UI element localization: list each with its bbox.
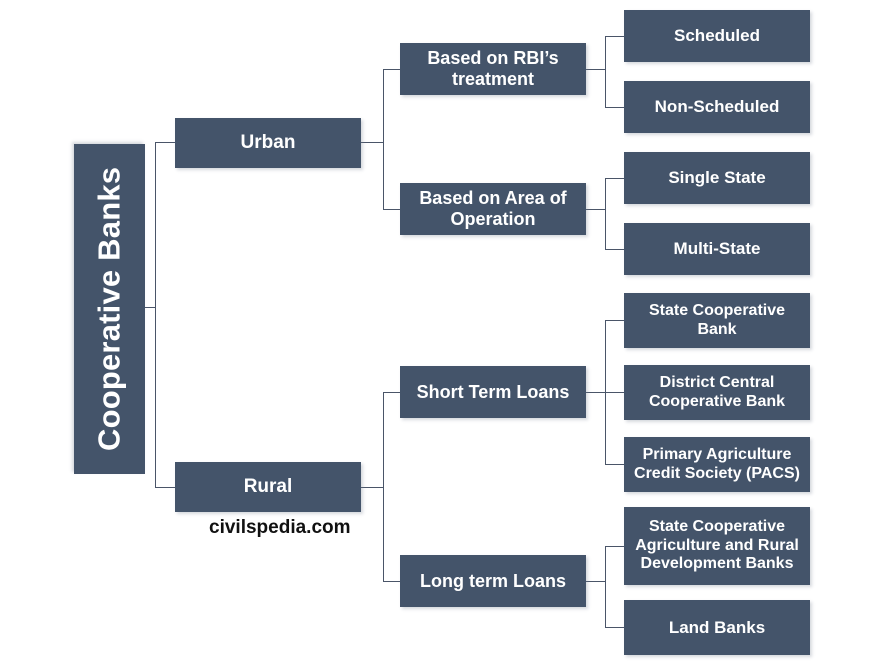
connector-rbi-to-non-scheduled: [605, 107, 625, 108]
connector-long-term-to-scardb: [605, 546, 625, 547]
node-district-central-cooperative-bank[interactable]: District Central Cooperative Bank: [624, 365, 810, 420]
node-rural[interactable]: Rural: [175, 462, 361, 512]
node-state-cooperative-bank[interactable]: State Cooperative Bank: [624, 293, 810, 348]
connector-rbi-to-scheduled: [605, 36, 625, 37]
node-long-term-loans[interactable]: Long term Loans: [400, 555, 586, 607]
watermark-civilspedia: civilspedia.com: [209, 517, 351, 538]
node-state-coop-agriculture-rural-development-banks[interactable]: State Cooperative Agriculture and Rural …: [624, 507, 810, 585]
node-multi-state[interactable]: Multi-State: [624, 223, 810, 275]
connector-area-to-single-state: [605, 178, 625, 179]
node-urban[interactable]: Urban: [175, 118, 361, 168]
connector-urban-to-area: [383, 209, 401, 210]
connector-urban-to-rbi: [383, 69, 401, 70]
node-scheduled[interactable]: Scheduled: [624, 10, 810, 62]
connector-long-term-spine: [605, 546, 606, 628]
connector-root-to-urban: [155, 142, 176, 143]
connector-urban-spine: [383, 69, 384, 210]
connector-long-term-stem: [585, 581, 606, 582]
connector-area-spine: [605, 178, 606, 249]
connector-root-to-rural: [155, 487, 176, 488]
connector-rbi-stem: [585, 69, 606, 70]
connector-long-term-to-land-banks: [605, 627, 625, 628]
node-land-banks[interactable]: Land Banks: [624, 600, 810, 655]
node-short-term-loans[interactable]: Short Term Loans: [400, 366, 586, 418]
connector-rural-to-long-term: [383, 581, 401, 582]
connector-short-term-to-state-coop: [605, 320, 625, 321]
connector-short-term-to-pacs: [605, 464, 625, 465]
connector-short-term-to-district-central: [605, 392, 625, 393]
connector-rural-stem: [360, 487, 384, 488]
node-cooperative-banks[interactable]: Cooperative Banks: [74, 144, 145, 474]
connector-area-stem: [585, 209, 606, 210]
connector-area-to-multi-state: [605, 249, 625, 250]
connector-rural-spine: [383, 392, 384, 582]
node-based-on-rbi-treatment[interactable]: Based on RBI’s treatment: [400, 43, 586, 95]
node-based-on-area-of-operation[interactable]: Based on Area of Operation: [400, 183, 586, 235]
connector-rbi-spine: [605, 36, 606, 107]
node-non-scheduled[interactable]: Non-Scheduled: [624, 81, 810, 133]
node-primary-agriculture-credit-society[interactable]: Primary Agriculture Credit Society (PACS…: [624, 437, 810, 492]
connector-short-term-stem: [585, 392, 606, 393]
connector-root-spine: [155, 142, 156, 488]
node-single-state[interactable]: Single State: [624, 152, 810, 204]
connector-rural-to-short-term: [383, 392, 401, 393]
connector-root-stem: [145, 307, 156, 308]
connector-urban-stem: [360, 142, 384, 143]
